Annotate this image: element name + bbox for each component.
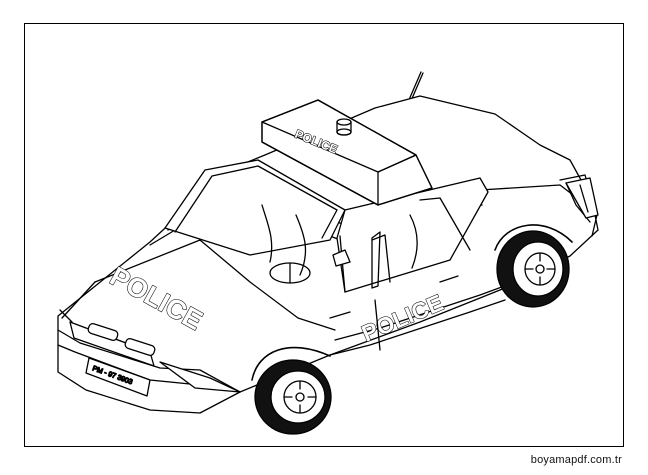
- door-details: [329, 249, 459, 351]
- rear-lights: [565, 177, 599, 219]
- site-credit: boyamapdf.com.tr: [530, 454, 622, 466]
- front-wheel: [251, 346, 332, 435]
- windows: [164, 159, 489, 293]
- roof-light-bar: [261, 99, 433, 206]
- rear-wheel: [494, 224, 573, 308]
- front-grille: [59, 309, 241, 393]
